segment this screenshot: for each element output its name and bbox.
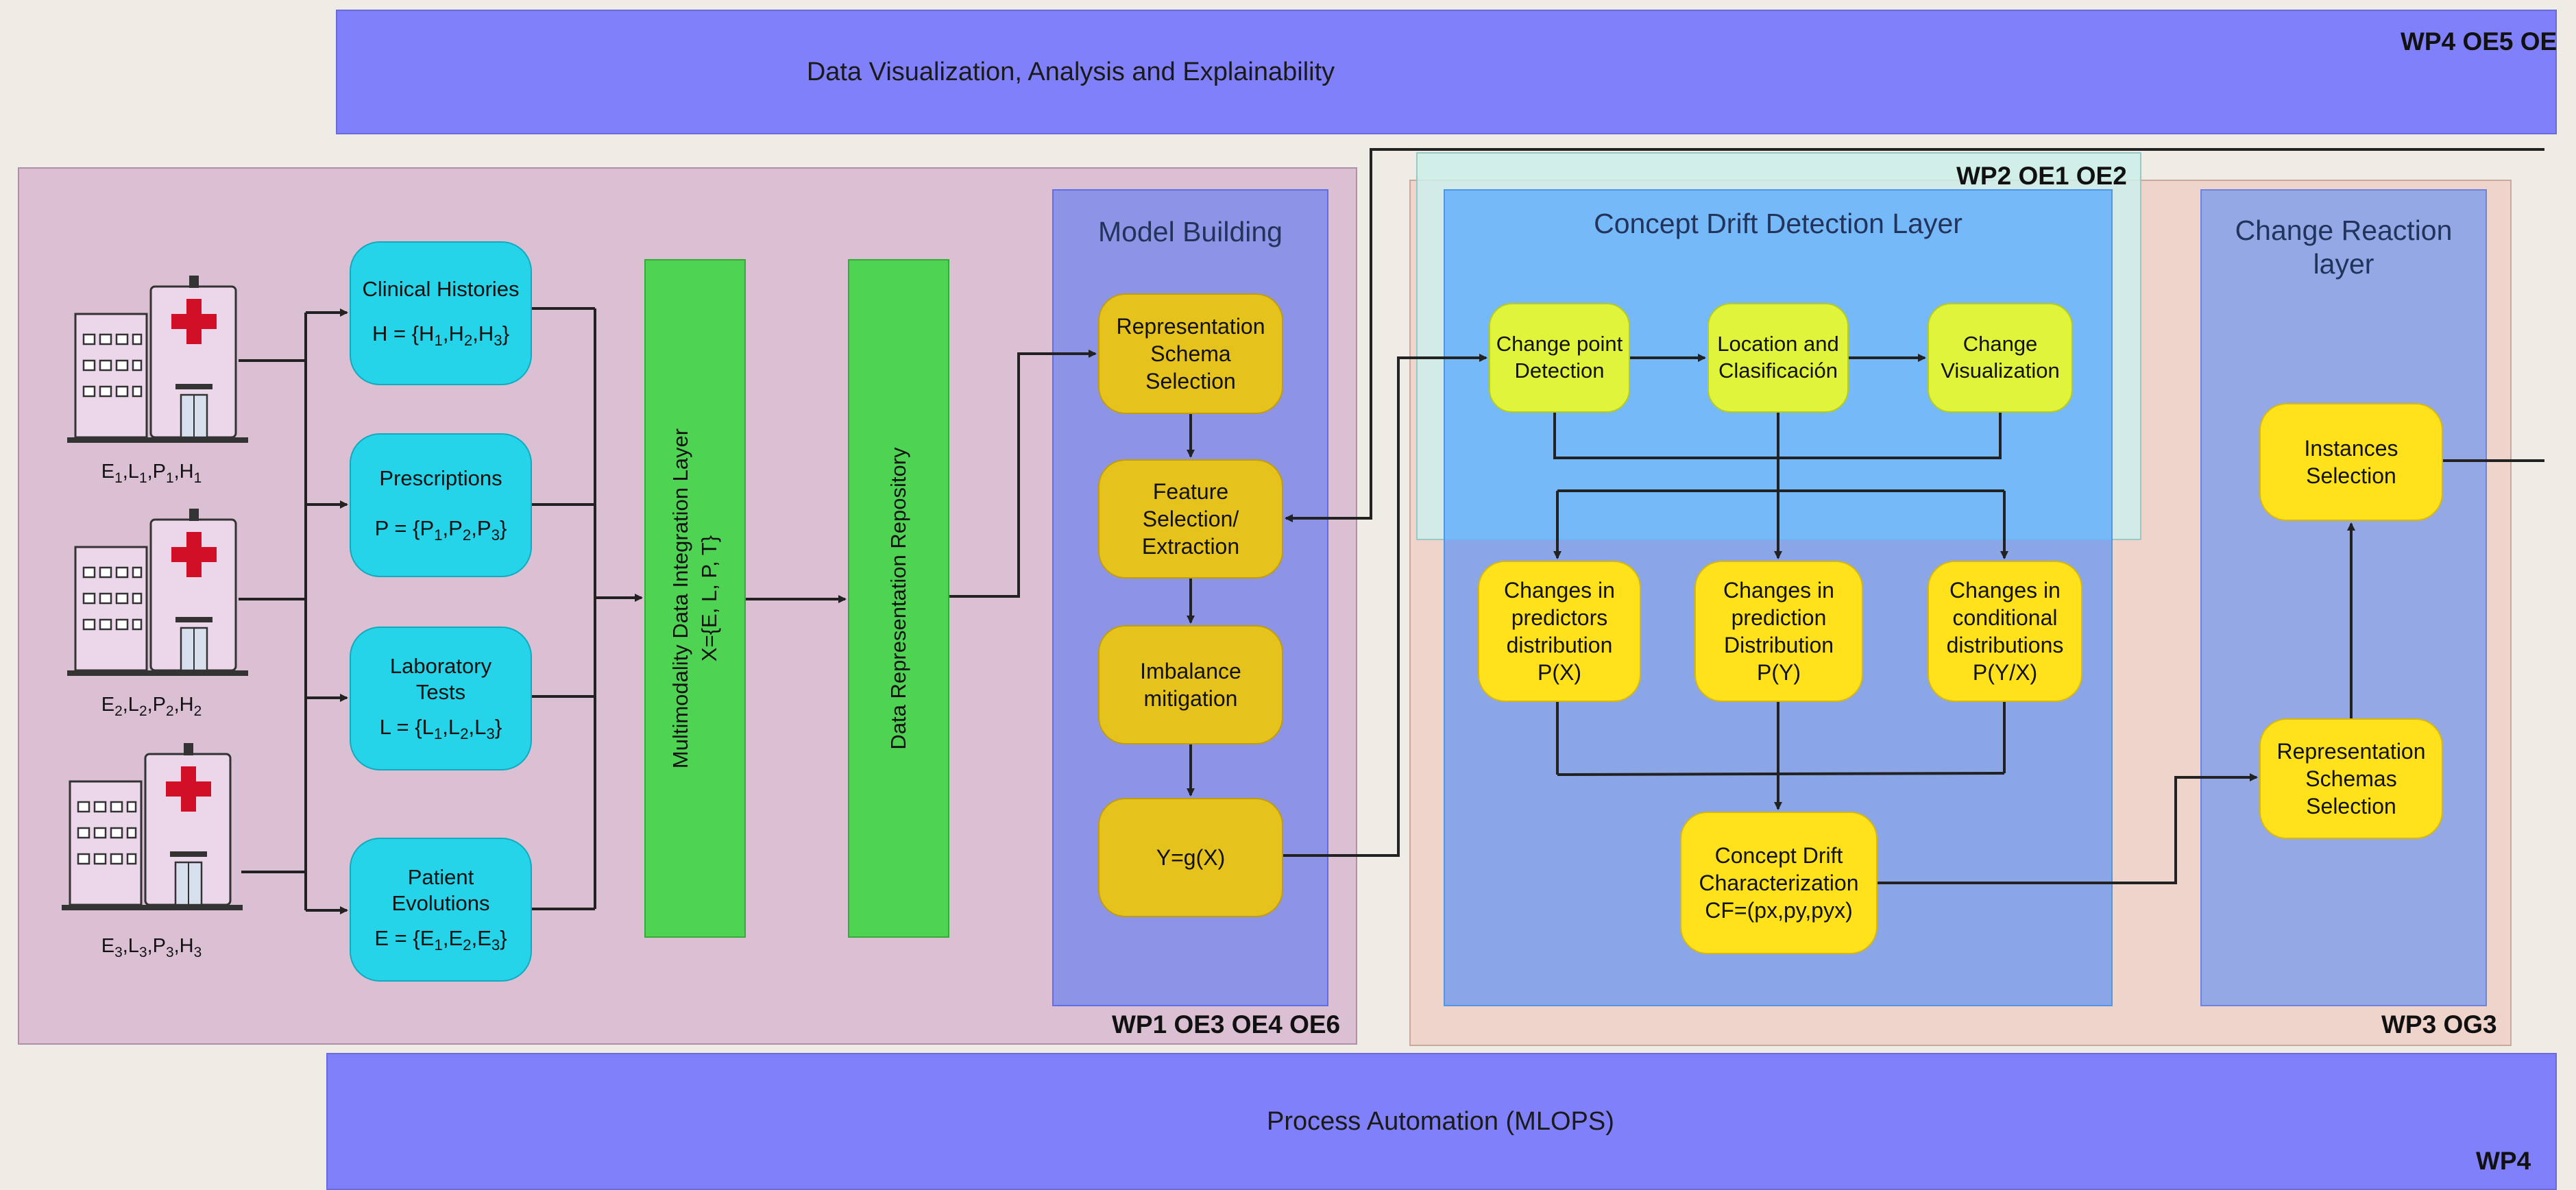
hospital-1 [66,274,250,446]
top-banner-label: Data Visualization, Analysis and Explain… [806,57,1335,86]
change-reaction-panel: Change Reaction layer [2200,189,2487,1006]
change-visualization: Change Visualization [1928,303,2073,413]
representation-schema-selection: Representation Schema Selection [1098,293,1283,414]
source-clinical-histories: Clinical Histories H = {H1,H2,H3} [350,241,532,385]
source-prescriptions: Prescriptions P = {P1,P2,P3} [350,433,532,577]
hospital-3-label: E3,L3,P3,H3 [101,935,202,960]
model-function: Y=g(X) [1098,798,1283,917]
source-formula: H = {H1,H2,H3} [372,321,510,350]
source-laboratory-tests: Laboratory Tests L = {L1,L2,L3} [350,627,532,770]
change-reaction-title: Change Reaction layer [2235,215,2453,280]
hospital-2 [66,507,250,679]
instances-selection: Instances Selection [2259,403,2443,521]
concept-drift-detection-title: Concept Drift Detection Layer [1594,208,1963,239]
source-patient-evolutions: Patient Evolutions E = {E1,E2,E3} [350,838,532,982]
hospital-1-label: E1,L1,P1,H1 [101,461,202,486]
source-title: Laboratory Tests [389,653,492,705]
feature-selection-extraction: Feature Selection/ Extraction [1098,459,1283,579]
representation-schemas-selection: Representation Schemas Selection [2259,718,2443,839]
top-banner-tag: WP4 OE5 OE [2401,27,2557,56]
hospital-2-label: E2,L2,P2,H2 [101,694,202,719]
model-building-title: Model Building [1098,216,1283,247]
source-title: Prescriptions [379,466,502,491]
bottom-banner-label: Process Automation (MLOPS) [1267,1106,1614,1136]
wp2-tag: WP2 OE1 OE2 [1956,162,2127,190]
change-point-detection: Change point Detection [1489,303,1630,413]
integration-layer-bar: Multimodality Data Integration Layer X={… [644,259,746,938]
source-formula: L = {L1,L2,L3} [379,715,502,743]
source-title: Clinical Histories [362,277,520,302]
wp1-tag: WP1 OE3 OE4 OE6 [1112,1010,1341,1039]
bottom-banner-tag: WP4 [2476,1147,2531,1175]
source-formula: E = {E1,E2,E3} [374,926,507,954]
imbalance-mitigation: Imbalance mitigation [1098,625,1283,744]
hospital-icon [62,743,243,910]
hospital-icon [67,276,248,443]
source-title: Patient Evolutions [391,864,490,916]
hospital-icon [67,509,248,676]
location-and-classification: Location and Clasificación [1708,303,1849,413]
repository-bar: Data Representation Repository [848,259,949,938]
source-formula: P = {P1,P2,P3} [374,515,507,544]
top-banner: Data Visualization, Analysis and Explain… [336,10,2557,134]
wp3-tag: WP3 OG3 [2381,1010,2497,1039]
hospital-3 [60,742,244,913]
bottom-banner: Process Automation (MLOPS) WP4 [326,1053,2557,1190]
